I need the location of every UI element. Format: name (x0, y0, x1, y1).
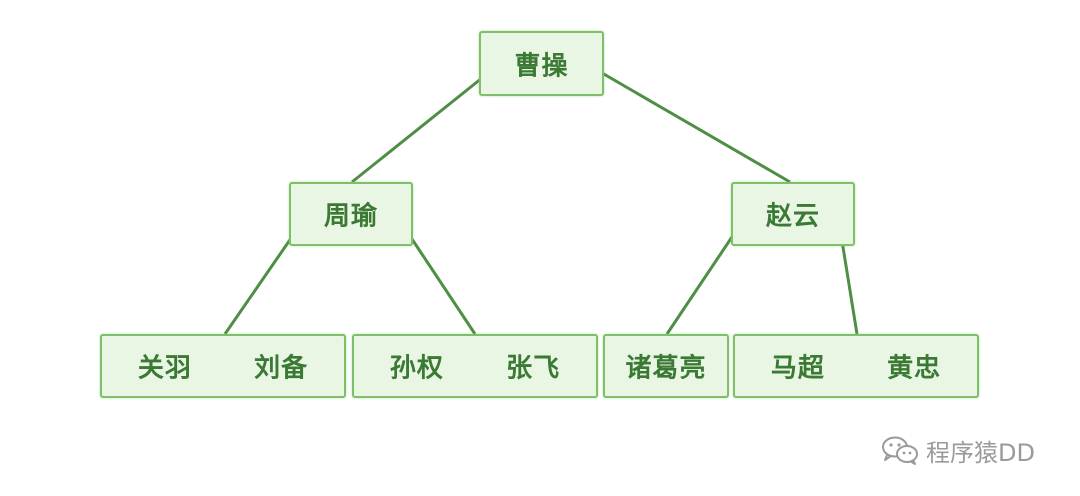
tree-node-leaf-2: 孙权 张飞 (352, 334, 598, 398)
node-key: 赵云 (765, 201, 821, 232)
watermark: 程序猿DD (880, 430, 1035, 470)
tree-node-root: 曹操 (479, 31, 604, 96)
tree-node-leaf-4: 马超 黄忠 (733, 334, 979, 398)
edge-root-left (351, 64, 498, 184)
node-key: 马超 (770, 353, 825, 384)
wechat-icon (882, 436, 918, 465)
tree-node-right: 赵云 (731, 182, 855, 246)
node-key: 周瑜 (323, 201, 379, 232)
tree-node-leaf-1: 关羽 刘备 (100, 334, 346, 398)
node-key: 刘备 (254, 353, 309, 384)
edge-root-right (589, 64, 791, 184)
tree-node-leaf-3: 诸葛亮 (603, 334, 729, 398)
watermark-text: 程序猿DD (926, 438, 1035, 467)
node-key: 关羽 (137, 353, 192, 384)
node-key: 黄忠 (887, 353, 942, 384)
node-key: 曹操 (514, 51, 569, 81)
node-key: 诸葛亮 (625, 353, 707, 384)
tree-node-left: 周瑜 (289, 182, 413, 246)
node-key: 孙权 (389, 353, 444, 384)
node-key: 张飞 (506, 353, 561, 384)
